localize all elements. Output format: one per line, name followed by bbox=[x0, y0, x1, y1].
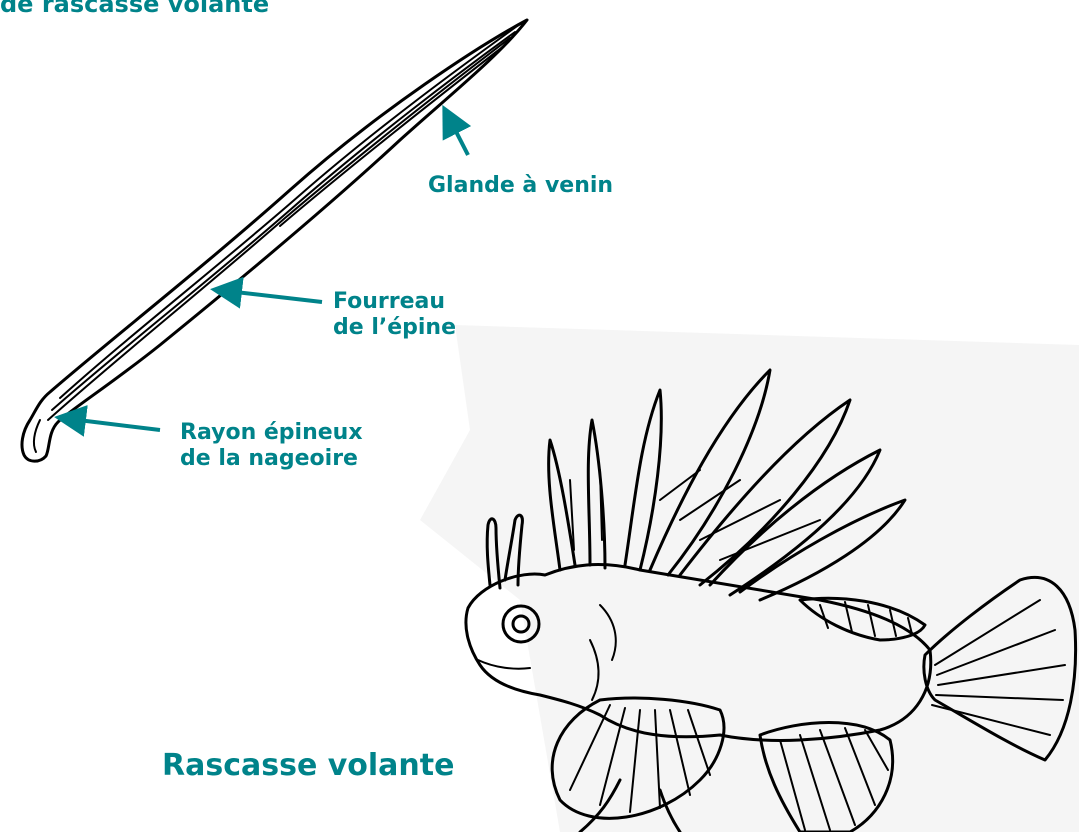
gland-arrow bbox=[446, 112, 468, 155]
spine-drawing bbox=[22, 20, 527, 461]
spine-sheath-label-line1: Fourreau bbox=[333, 289, 456, 315]
fin-ray-label-line2: de la nageoire bbox=[180, 446, 363, 472]
venom-gland-label: Glande à venin bbox=[428, 173, 613, 199]
sheath-arrow bbox=[218, 290, 322, 302]
ray-arrow bbox=[62, 418, 160, 430]
fin-ray-label-line1: Rayon épineux bbox=[180, 420, 363, 446]
fish-name-label: Rascasse volante bbox=[162, 748, 454, 784]
spine-sheath-label-line2: de l’épine bbox=[333, 315, 456, 341]
figure-title: de rascasse volante bbox=[0, 0, 269, 19]
spine-sheath-label: Fourreau de l’épine bbox=[333, 289, 456, 342]
fin-ray-label: Rayon épineux de la nageoire bbox=[180, 420, 363, 473]
venom-gland-label-text: Glande à venin bbox=[428, 173, 613, 198]
